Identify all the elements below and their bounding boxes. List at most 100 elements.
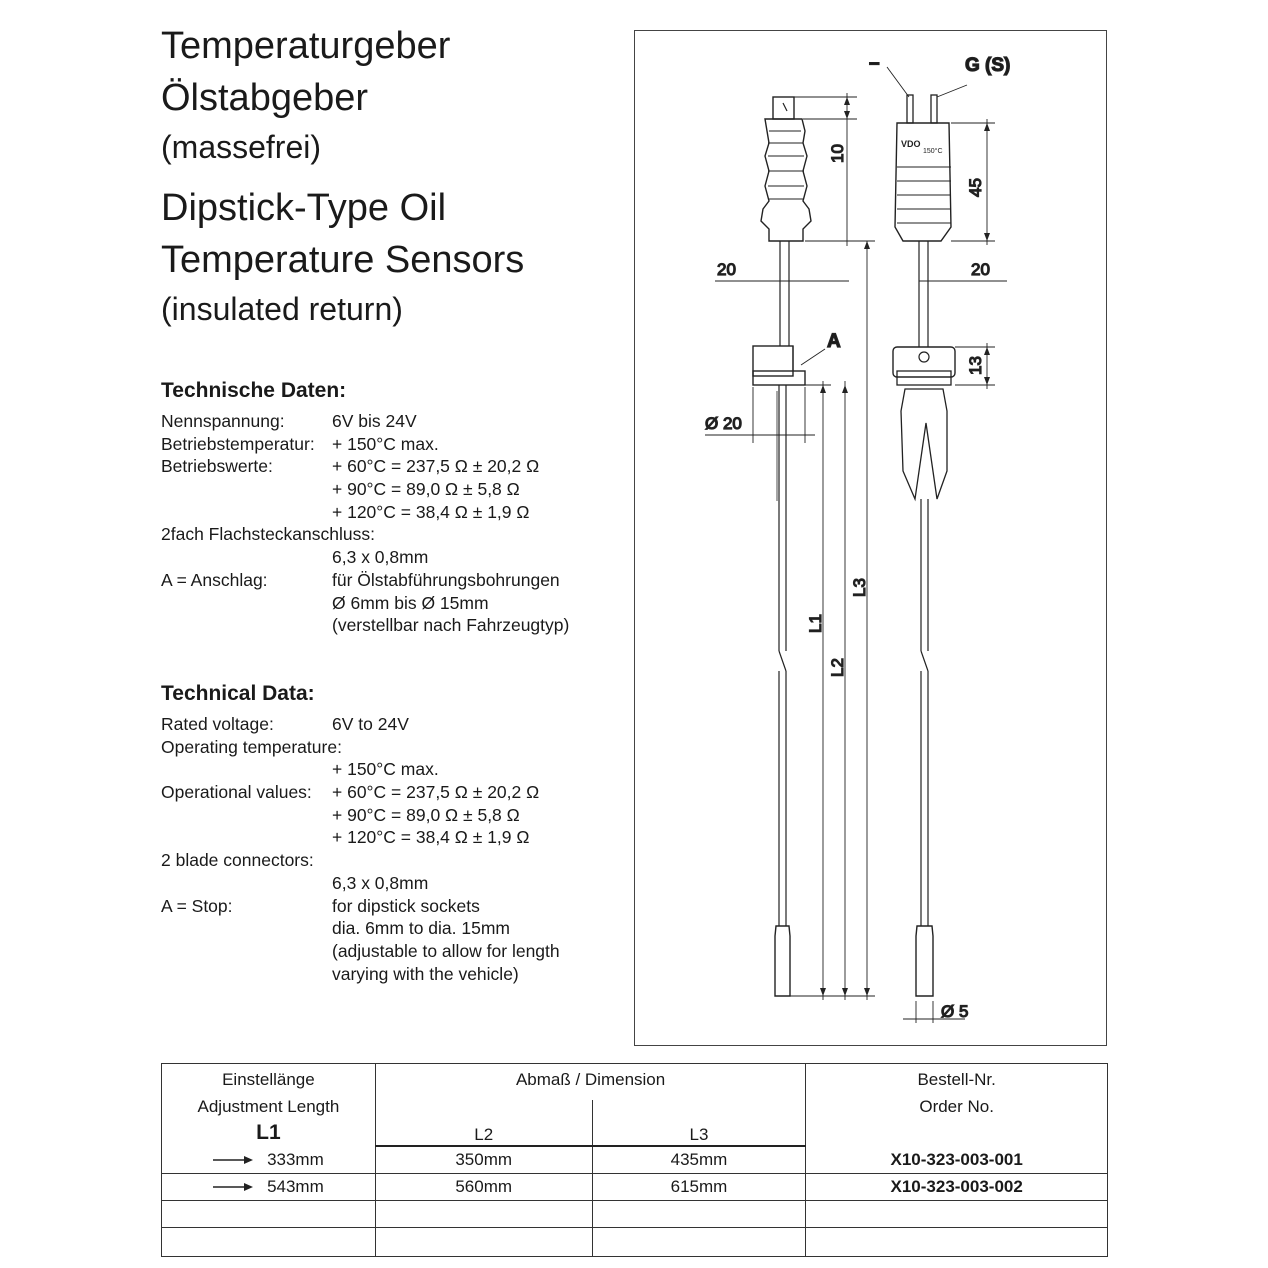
spec-row: + 90°C = 89,0 Ω ± 5,8 Ω — [161, 804, 621, 827]
spec-row: Nennspannung: 6V bis 24V — [161, 410, 621, 433]
spec-row: 6,3 x 0,8mm — [161, 872, 621, 895]
spec-value: + 90°C = 89,0 Ω ± 5,8 Ω — [332, 804, 520, 825]
title-de-line3: (massefrei) — [161, 129, 322, 165]
spec-label: Nennspannung: — [161, 411, 285, 431]
spec-value: Ø 6mm bis Ø 15mm — [332, 592, 489, 613]
spec-row: + 150°C max. — [161, 758, 621, 781]
spec-row: A = Stop: for dipstick sockets — [161, 895, 621, 918]
spec-label: Operating temperature: — [161, 736, 342, 757]
dim-l1: L1 — [806, 614, 825, 633]
label-a: A — [827, 331, 841, 352]
col-order-header: Bestell-Nr. Order No. — [805, 1063, 1108, 1146]
spec-row: + 90°C = 89,0 Ω ± 5,8 Ω — [161, 478, 621, 501]
brand-mark: VDO — [901, 139, 921, 149]
sensor-side-view — [752, 96, 812, 997]
spec-row: + 120°C = 38,4 Ω ± 1,9 Ω — [161, 826, 621, 849]
title-block: Temperaturgeber Ölstabgeber (massefrei) … — [161, 20, 621, 332]
spec-value: 6,3 x 0,8mm — [332, 547, 429, 568]
spec-value: 6,3 x 0,8mm — [332, 872, 429, 893]
dim-20-right: 20 — [971, 260, 990, 279]
spec-label: A = Stop: — [161, 895, 233, 916]
spec-de-heading: Technische Daten: — [161, 379, 347, 402]
spec-label: Betriebswerte: — [161, 456, 273, 477]
drawing-svg: – G (S) A 10 45 20 20 13 Ø 20 L1 L2 L3 Ø… — [704, 52, 1011, 1023]
label-g-s: G (S) — [965, 55, 1010, 76]
spec-row: Betriebstemperatur:+ 150°C max. — [161, 433, 621, 456]
arrow-right-icon — [213, 1150, 254, 1170]
cell-l2: 350mm — [374, 1146, 593, 1174]
title-de-line1: Temperaturgeber — [161, 25, 451, 67]
dim-10: 10 — [828, 144, 847, 163]
sensor-front-view — [892, 94, 956, 997]
order-table: Einstellänge Adjustment Length L1 Abmaß … — [161, 1063, 1108, 1257]
dim-l2: L2 — [828, 658, 847, 677]
col1-en: Adjustment Length — [197, 1097, 340, 1116]
temp-mark: 150°C — [923, 147, 943, 155]
spec-value: (verstellbar nach Fahrzeugtyp) — [332, 615, 570, 636]
spec-value: + 120°C = 38,4 Ω ± 1,9 Ω — [332, 501, 530, 522]
col-l3-header: L3 — [591, 1100, 807, 1147]
table-row-empty — [161, 1227, 1108, 1257]
col4-en: Order No. — [919, 1097, 994, 1116]
cell-l3: 615mm — [591, 1173, 807, 1201]
col1-sym: L1 — [256, 1121, 281, 1144]
spec-row: Operational values: + 60°C = 237,5 Ω ± 20… — [161, 781, 621, 804]
technical-drawing: – G (S) A 10 45 20 20 13 Ø 20 L1 L2 L3 Ø… — [634, 30, 1107, 1046]
spec-row: varying with the vehicle) — [161, 963, 621, 986]
cell-order-no: X10-323-003-002 — [805, 1173, 1108, 1201]
spec-value: (adjustable to allow for length — [332, 940, 560, 961]
spec-row: (adjustable to allow for length — [161, 940, 621, 963]
spec-row: 2 blade connectors: — [161, 849, 621, 872]
spec-value: + 60°C = 237,5 Ω ± 20,2 Ω — [332, 782, 540, 803]
spec-value: für Ölstabführungsbohrungen — [332, 569, 560, 590]
spec-value: for dipstick sockets — [332, 895, 480, 916]
spec-row: Operating temperature: — [161, 736, 621, 759]
dim-20-left: 20 — [717, 260, 736, 279]
col-l2-header: L2 — [374, 1100, 593, 1147]
title-en-line1: Dipstick-Type Oil — [161, 187, 447, 229]
label-minus: – — [869, 53, 880, 74]
dim-13: 13 — [966, 356, 985, 375]
spec-en-heading: Technical Data: — [161, 682, 315, 705]
spec-row: 2fach Flachsteckanschluss: — [161, 523, 621, 546]
col4-de: Bestell-Nr. — [917, 1070, 996, 1089]
spec-label: A = Anschlag: — [161, 569, 268, 590]
cell-l1: 543mm — [161, 1173, 376, 1201]
spec-row: dia. 6mm to dia. 15mm — [161, 917, 621, 940]
spec-row: A = Anschlag: für Ölstabführungsbohrungen — [161, 569, 621, 592]
spec-value: 6V bis 24V — [332, 411, 417, 431]
spec-row: (verstellbar nach Fahrzeugtyp) — [161, 614, 621, 637]
spec-value: 6V to 24V — [332, 714, 409, 734]
spec-value: + 150°C max. — [332, 759, 439, 780]
cell-l3: 435mm — [591, 1146, 807, 1174]
spec-label: 2 blade connectors: — [161, 850, 314, 871]
spec-de: Technische Daten: Nennspannung: 6V bis 24… — [161, 378, 621, 637]
col1-de: Einstellänge — [222, 1070, 315, 1089]
spec-label: 2fach Flachsteckanschluss: — [161, 524, 375, 545]
spec-label: Operational values: — [161, 782, 312, 803]
spec-value: + 120°C = 38,4 Ω ± 1,9 Ω — [332, 827, 530, 848]
spec-value: + 150°C max. — [332, 433, 439, 454]
spec-row: Rated voltage:6V to 24V — [161, 713, 621, 736]
dimension-arrows — [820, 97, 990, 996]
dim-45: 45 — [966, 178, 985, 197]
title-en-line2: Temperature Sensors — [161, 239, 525, 281]
dimension-lines — [705, 66, 1007, 1023]
dim-dia20: Ø 20 — [705, 414, 742, 433]
spec-value: dia. 6mm to dia. 15mm — [332, 918, 510, 939]
title-en-line3: (insulated return) — [161, 291, 403, 327]
spec-value: varying with the vehicle) — [332, 963, 519, 984]
dim-dia5: Ø 5 — [941, 1002, 968, 1021]
cell-l1: 333mm — [161, 1146, 376, 1174]
cell-order-no: X10-323-003-001 — [805, 1146, 1108, 1174]
spec-row: + 120°C = 38,4 Ω ± 1,9 Ω — [161, 501, 621, 524]
table-row-empty — [161, 1200, 1108, 1228]
spec-row: 6,3 x 0,8mm — [161, 546, 621, 569]
title-de-line2: Ölstabgeber — [161, 77, 369, 119]
col-adjust-length-header: Einstellänge Adjustment Length L1 — [161, 1063, 376, 1146]
spec-value: + 60°C = 237,5 Ω ± 20,2 Ω — [332, 456, 540, 477]
col-dimension-header: Abmaß / Dimension — [374, 1063, 807, 1101]
